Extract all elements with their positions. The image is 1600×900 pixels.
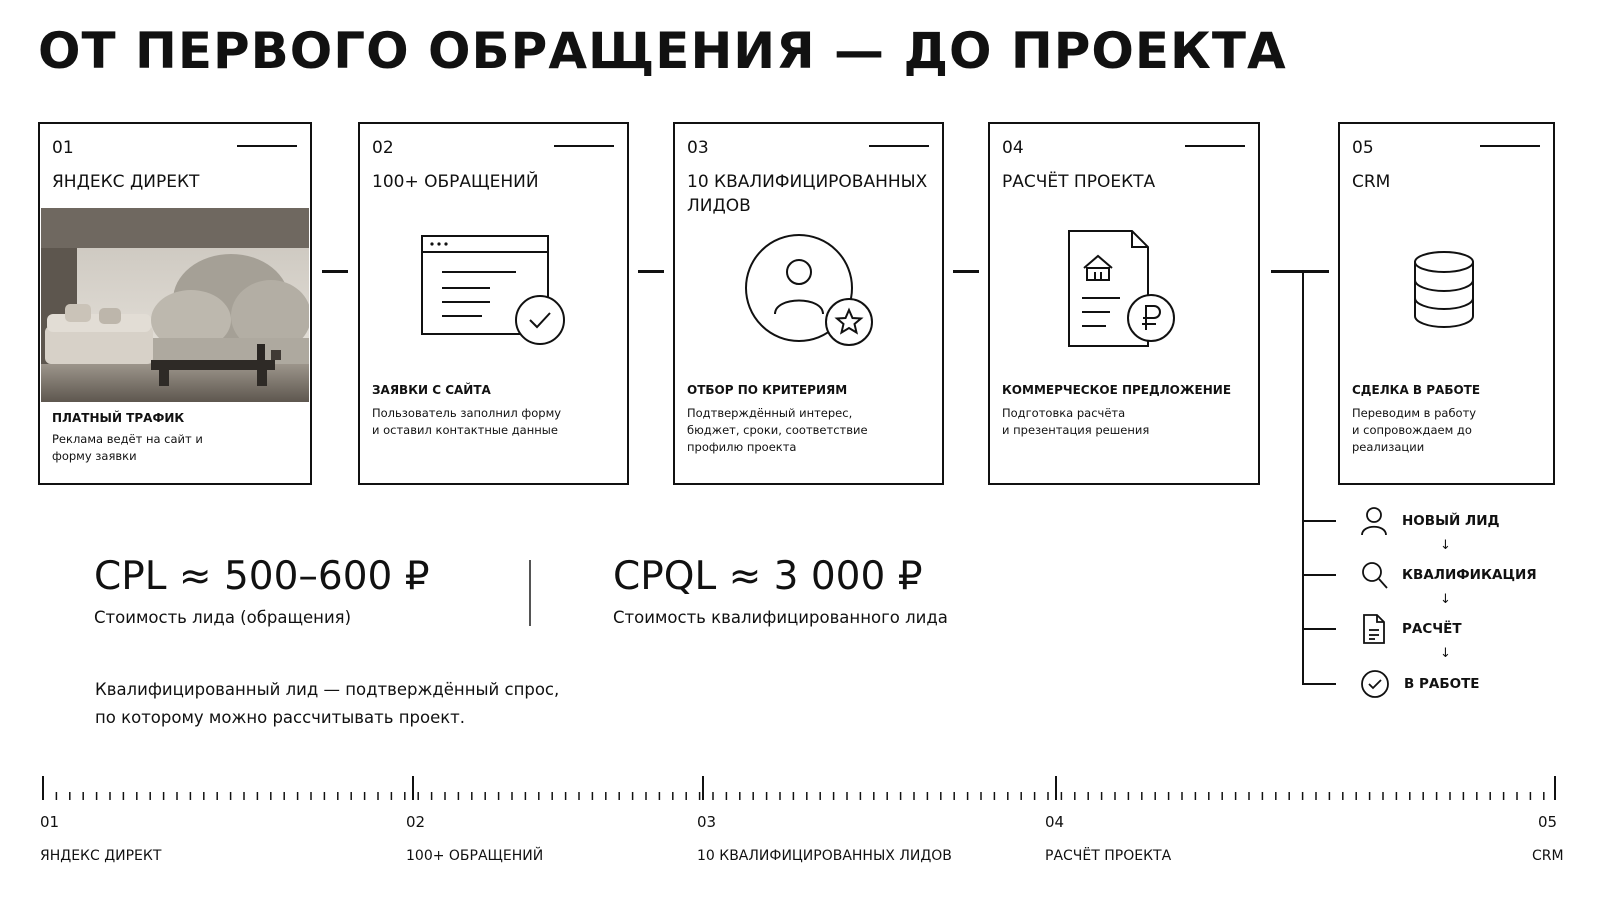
cpl-value: CPL ≈ 500–600 ₽ [94,554,430,599]
crm-stage-in-work: В РАБОТЕ [1360,669,1480,699]
step-card-project-calc: 04 РАСЧЁТ ПРОЕКТА КОММЕРЧЕСКОЕ ПРЕДЛОЖЕН… [988,122,1260,485]
step-subtitle: ПЛАТНЫЙ ТРАФИК [52,411,185,425]
step-title: 100+ ОБРАЩЕНИЙ [372,172,539,192]
timeline-number: 04 [1045,813,1065,831]
user-star-icon [745,232,881,352]
cpl-label: Стоимость лида (обращения) [94,608,352,627]
crm-stage-new-lead: НОВЫЙ ЛИД [1360,506,1500,536]
card-rule [554,145,614,147]
step-title: 10 КВАЛИФИЦИРОВАННЫХ ЛИДОВ [687,172,928,216]
qualified-lead-note: Квалифицированный лид — подтверждённый с… [95,680,560,727]
connector-line [638,270,664,273]
timeline-label: 100+ ОБРАЩЕНИЙ [406,848,544,864]
interior-photo [41,208,309,402]
step-description: Подготовка расчёта и презентация решения [1002,406,1150,437]
step-subtitle: КОММЕРЧЕСКОЕ ПРЕДЛОЖЕНИЕ [1002,383,1232,397]
connector-line [1271,270,1329,273]
timeline-ruler [42,776,1556,800]
step-number: 03 [687,138,709,158]
document-icon [1363,614,1385,644]
step-number: 04 [1002,138,1024,158]
card-rule [1480,145,1540,147]
user-icon [1361,507,1387,536]
timeline-label: РАСЧЁТ ПРОЕКТА [1045,848,1172,864]
card-rule [1185,145,1245,147]
step-card-crm: 05 CRM СДЕЛКА В РАБОТЕ Переводим в работ… [1338,122,1555,485]
timeline-label: 10 КВАЛИФИЦИРОВАННЫХ ЛИДОВ [697,848,952,864]
card-rule [237,145,297,147]
page-title: ОТ ПЕРВОГО ОБРАЩЕНИЯ — ДО ПРОЕКТА [38,22,1287,80]
step-subtitle: ОТБОР ПО КРИТЕРИЯМ [687,383,848,397]
step-title: РАСЧЁТ ПРОЕКТА [1002,172,1156,192]
timeline-label: ЯНДЕКС ДИРЕКТ [40,848,162,864]
step-number: 05 [1352,138,1374,158]
arrow-down: ↓ [1440,646,1451,661]
timeline-number: 05 [1538,813,1558,831]
step-description: Подтверждённый интерес, бюджет, сроки, с… [687,406,868,454]
step-number: 01 [52,138,74,158]
step-card-requests: 02 100+ ОБРАЩЕНИЙ ЗАЯВКИ С САЙТА Пользов… [358,122,629,485]
step-card-qualified-leads: 03 10 КВАЛИФИЦИРОВАННЫХ ЛИДОВ ОТБОР ПО К… [673,122,944,485]
timeline-number: 03 [697,813,717,831]
connector-line [322,270,348,273]
step-number: 02 [372,138,394,158]
cpql-value: CPQL ≈ 3 000 ₽ [613,554,923,599]
step-card-yandex-direct: 01 ЯНДЕКС ДИРЕКТ [38,122,312,485]
cpql-label: Стоимость квалифицированного лида [613,608,948,627]
arrow-down: ↓ [1440,592,1451,607]
crm-stage-qualification: КВАЛИФИКАЦИЯ [1360,560,1537,590]
arrow-down: ↓ [1440,538,1451,553]
stats-divider [529,560,531,626]
step-description: Пользователь заполнил форму и оставил ко… [372,406,562,437]
step-description: Реклама ведёт на сайт и форму заявки [52,432,203,463]
database-icon [1412,250,1476,334]
step-title: ЯНДЕКС ДИРЕКТ [52,172,200,192]
card-rule [869,145,929,147]
timeline-label: CRM [1532,848,1564,864]
document-ruble-icon [1066,228,1182,356]
timeline-number: 01 [40,813,60,831]
crm-branch-lines [1302,270,1336,685]
crm-stage-calculation: РАСЧЁТ [1360,614,1462,644]
connector-line [953,270,979,273]
step-title: CRM [1352,172,1391,192]
step-subtitle: ЗАЯВКИ С САЙТА [372,383,491,397]
browser-form-check-icon [420,232,570,352]
check-circle-icon [1361,670,1389,698]
step-description: Переводим в работу и сопровождаем до реа… [1352,406,1477,454]
step-subtitle: СДЕЛКА В РАБОТЕ [1352,383,1481,397]
timeline-number: 02 [406,813,426,831]
search-icon [1362,562,1388,589]
